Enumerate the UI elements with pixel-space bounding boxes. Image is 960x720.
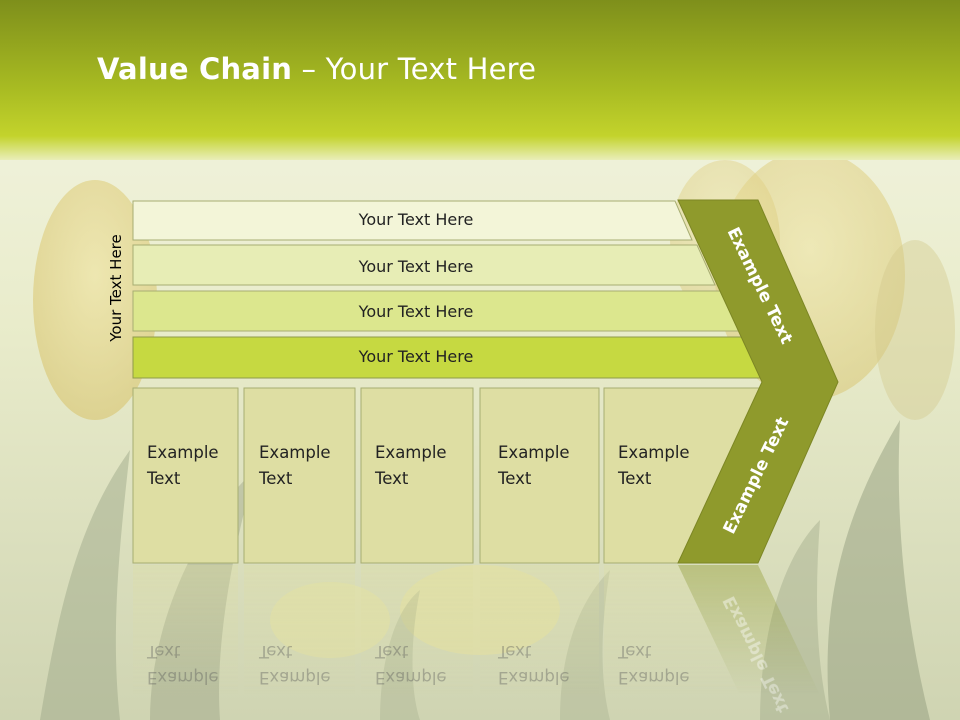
- bar-2-shape: [132, 244, 716, 286]
- box-5: Example Text: [603, 387, 763, 564]
- box-2-reflection: [244, 565, 355, 695]
- box-2-reflection-line1: Example: [259, 668, 331, 687]
- chevron-shape: [677, 199, 839, 564]
- box-5-line1: Example: [618, 443, 690, 462]
- box-1-line2: Text: [146, 469, 181, 488]
- box-3: Example Text: [360, 387, 474, 564]
- box-2-shape: [243, 387, 356, 564]
- box-1-shape: [132, 387, 239, 564]
- box-5-reflection-line2: Text: [617, 642, 652, 661]
- box-4-reflection-line1: Example: [498, 668, 570, 687]
- box-4-line2: Text: [497, 469, 532, 488]
- box-1-reflection-line2: Text: [146, 642, 181, 661]
- box-3-line1: Example: [375, 443, 447, 462]
- box-1: Example Text: [132, 387, 239, 564]
- header-band: Value Chain – Your Text Here: [0, 0, 960, 150]
- box-2-line1: Example: [259, 443, 331, 462]
- chevron-reflection: [678, 565, 820, 695]
- box-4-line1: Example: [498, 443, 570, 462]
- box-4-reflection: [480, 565, 599, 695]
- box-2-reflection-line2: Text: [258, 642, 293, 661]
- bar-4: Your Text Here: [132, 336, 763, 379]
- bar-2-label: Your Text Here: [358, 257, 474, 276]
- title-strong: Value Chain: [97, 52, 293, 86]
- box-1-line1: Example: [147, 443, 219, 462]
- box-1-reflection: [133, 565, 238, 695]
- box-3-reflection: [361, 565, 473, 695]
- box-5-reflection-line1: Example: [618, 668, 690, 687]
- bar-4-label: Your Text Here: [358, 347, 474, 366]
- reflection: Example Text Example Text Example Text E…: [133, 565, 820, 716]
- box-4-shape: [479, 387, 600, 564]
- bar-1-shape: [132, 200, 693, 241]
- bar-3-label: Your Text Here: [358, 302, 474, 321]
- box-4-reflection-line2: Text: [497, 642, 532, 661]
- slide-title: Value Chain – Your Text Here: [97, 52, 536, 86]
- bar-1-label: Your Text Here: [358, 210, 474, 229]
- bar-1: Your Text Here: [132, 200, 693, 241]
- bar-3: Your Text Here: [132, 290, 740, 332]
- box-2-line2: Text: [258, 469, 293, 488]
- title-rest: – Your Text Here: [292, 52, 537, 86]
- box-2: Example Text: [243, 387, 356, 564]
- box-3-reflection-line1: Example: [375, 668, 447, 687]
- box-3-shape: [360, 387, 474, 564]
- box-3-reflection-line2: Text: [374, 642, 409, 661]
- box-3-line2: Text: [374, 469, 409, 488]
- box-1-reflection-line1: Example: [147, 668, 219, 687]
- box-5-reflection: [604, 565, 740, 695]
- box-4: Example Text: [479, 387, 600, 564]
- bar-2: Your Text Here: [132, 244, 716, 286]
- box-5-line2: Text: [617, 469, 652, 488]
